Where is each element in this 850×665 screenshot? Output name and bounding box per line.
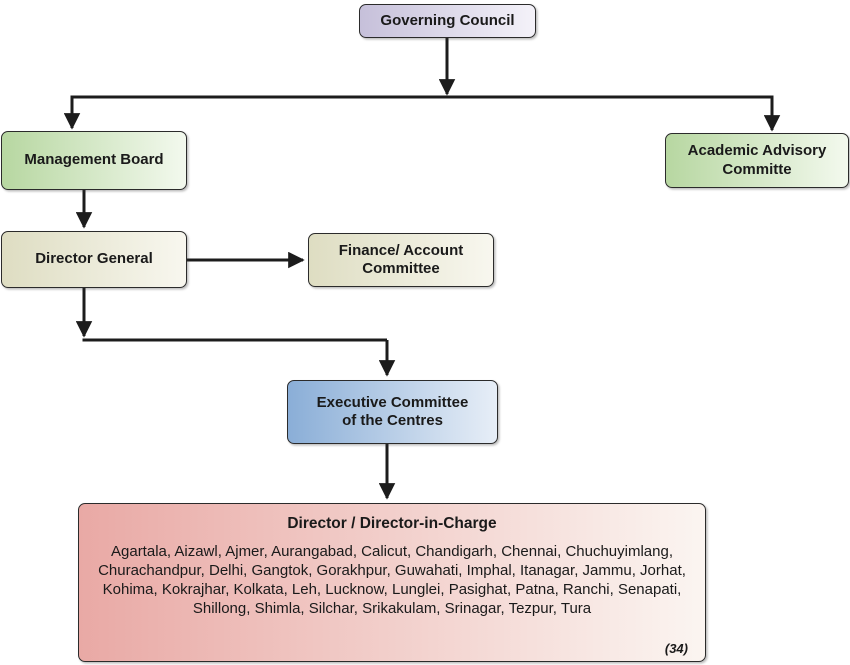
- centres-list: Agartala, Aizawl, Ajmer, Aurangabad, Cal…: [98, 543, 686, 617]
- node-director-general: Director General: [1, 231, 187, 288]
- node-label: Management Board: [24, 151, 164, 169]
- node-label-line1: Executive Committee: [316, 393, 469, 411]
- node-label: Governing Council: [380, 11, 515, 29]
- node-label-line1: Finance/ Account: [338, 241, 464, 259]
- node-label-line1: Academic Advisory: [687, 142, 827, 160]
- node-governing-council: Governing Council: [359, 4, 536, 38]
- node-academic-advisory-committe: Academic Advisory Committe: [665, 133, 849, 188]
- centres-count-badge: (34): [664, 641, 688, 656]
- node-label-line2: Committee: [362, 260, 440, 277]
- node-label: Director General: [35, 250, 153, 268]
- node-director-in-charge: Director / Director-in-Charge Agartala, …: [78, 503, 706, 662]
- node-finance-account-committee: Finance/ Account Committee: [308, 233, 494, 287]
- node-executive-committee: Executive Committee of the Centres: [287, 380, 498, 444]
- node-label-line2: Committe: [722, 160, 792, 178]
- node-label-line2: of the Centres: [342, 412, 443, 429]
- director-in-charge-title: Director / Director-in-Charge: [287, 515, 497, 532]
- node-management-board: Management Board: [1, 131, 187, 190]
